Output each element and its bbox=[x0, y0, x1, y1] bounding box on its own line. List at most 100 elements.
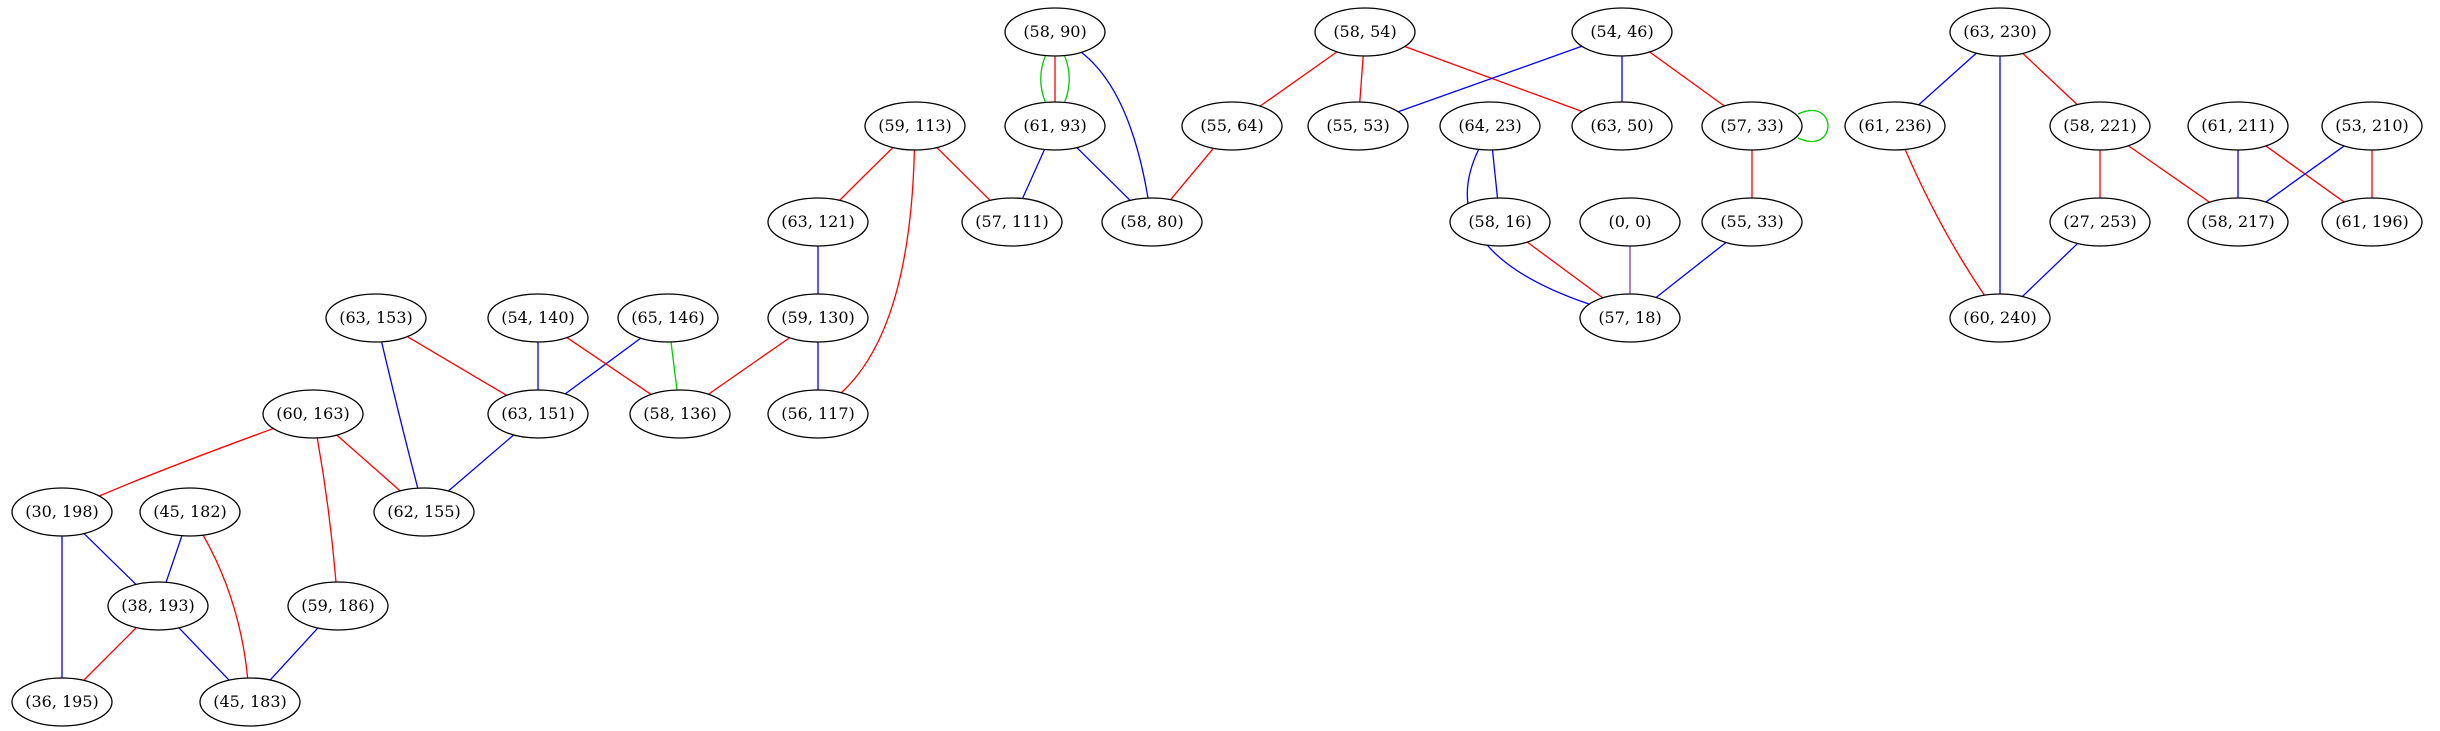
node-ellipse bbox=[487, 293, 589, 343]
edge-n_63_153-n_63_151 bbox=[407, 336, 507, 396]
edge-n_63_151-n_62_155 bbox=[447, 434, 515, 492]
edge-n_59_113-n_63_121 bbox=[839, 147, 894, 201]
graph-node: (59, 130) bbox=[767, 293, 869, 343]
node-ellipse bbox=[864, 101, 966, 151]
graph-node: (57, 18) bbox=[1579, 293, 1681, 343]
graph-node: (27, 253) bbox=[2049, 197, 2151, 247]
node-ellipse bbox=[1701, 101, 1803, 151]
node-label: (63, 230) bbox=[1963, 22, 2037, 41]
edge-n_60_163-n_30_198 bbox=[99, 427, 274, 497]
graph-node: (65, 146) bbox=[617, 293, 719, 343]
node-label: (62, 155) bbox=[387, 502, 461, 521]
node-ellipse bbox=[287, 581, 389, 631]
graph-node: (61, 211) bbox=[2187, 101, 2289, 151]
edge-n_58_90-n_61_93 bbox=[1063, 55, 1070, 103]
node-label: (58, 217) bbox=[2201, 212, 2275, 231]
graph-node: (63, 121) bbox=[767, 197, 869, 247]
node-label: (56, 117) bbox=[781, 404, 855, 423]
node-label: (61, 93) bbox=[1023, 116, 1086, 135]
graph-node: (58, 90) bbox=[1004, 7, 1106, 57]
node-ellipse bbox=[1571, 101, 1673, 151]
graph-node: (59, 113) bbox=[864, 101, 966, 151]
edge-n_58_54-n_55_64 bbox=[1259, 51, 1338, 107]
node-label: (55, 33) bbox=[1720, 212, 1783, 231]
node-label: (45, 182) bbox=[153, 502, 227, 521]
node-ellipse bbox=[487, 389, 589, 439]
node-label: (30, 198) bbox=[25, 502, 99, 521]
graph-node: (57, 33) bbox=[1701, 101, 1803, 151]
edge-n_64_23-n_58_16 bbox=[1491, 149, 1499, 199]
node-ellipse bbox=[1101, 197, 1203, 247]
graph-node: (60, 163) bbox=[262, 389, 364, 439]
node-ellipse bbox=[1844, 101, 1946, 151]
node-label: (63, 153) bbox=[339, 308, 413, 327]
node-label: (61, 196) bbox=[2335, 212, 2409, 231]
edge-n_55_33-n_57_18 bbox=[1655, 241, 1727, 299]
edge-n_65_146-n_58_136 bbox=[670, 341, 678, 391]
node-ellipse bbox=[1181, 101, 1283, 151]
node-label: (63, 50) bbox=[1590, 116, 1653, 135]
edge-n_58_54-n_63_50 bbox=[1404, 45, 1583, 113]
node-label: (58, 221) bbox=[2063, 116, 2137, 135]
graph-node: (55, 33) bbox=[1701, 197, 1803, 247]
node-ellipse bbox=[262, 389, 364, 439]
edge-n_60_163-n_59_186 bbox=[316, 437, 337, 583]
node-label: (38, 193) bbox=[121, 596, 195, 615]
edge-n_58_221-n_58_217 bbox=[2128, 145, 2210, 203]
node-ellipse bbox=[1579, 197, 1681, 247]
node-ellipse bbox=[1949, 293, 2051, 343]
node-ellipse bbox=[11, 677, 113, 727]
graph-node: (57, 111) bbox=[961, 197, 1063, 247]
node-label: (54, 140) bbox=[501, 308, 575, 327]
graph-node: (63, 50) bbox=[1571, 101, 1673, 151]
edge-n_54_140-n_58_136 bbox=[566, 337, 652, 395]
edge-n_58_16-n_57_18 bbox=[1526, 241, 1604, 299]
graph-node: (45, 183) bbox=[199, 677, 301, 727]
node-label: (36, 195) bbox=[25, 692, 99, 711]
node-ellipse bbox=[1949, 7, 2051, 57]
node-ellipse bbox=[2049, 197, 2151, 247]
node-ellipse bbox=[107, 581, 209, 631]
node-label: (45, 183) bbox=[213, 692, 287, 711]
graph-node: (58, 80) bbox=[1101, 197, 1203, 247]
graph-node: (63, 230) bbox=[1949, 7, 2051, 57]
node-ellipse bbox=[617, 293, 719, 343]
node-ellipse bbox=[2049, 101, 2151, 151]
node-label: (60, 240) bbox=[1963, 308, 2037, 327]
node-label: (58, 136) bbox=[643, 404, 717, 423]
edge-n_65_146-n_63_151 bbox=[564, 337, 642, 395]
edge-n_45_182-n_38_193 bbox=[165, 535, 183, 583]
edge-n_63_230-n_58_221 bbox=[2022, 52, 2078, 106]
graph-node: (30, 198) bbox=[11, 487, 113, 537]
graph-node: (63, 151) bbox=[487, 389, 589, 439]
node-label: (63, 151) bbox=[501, 404, 575, 423]
node-label: (58, 16) bbox=[1468, 212, 1531, 231]
node-label: (59, 113) bbox=[878, 116, 952, 135]
edge-n_54_46-n_55_53 bbox=[1397, 45, 1583, 113]
node-label: (59, 130) bbox=[781, 308, 855, 327]
graph-node: (55, 53) bbox=[1307, 101, 1409, 151]
node-ellipse bbox=[1314, 7, 1416, 57]
node-label: (59, 186) bbox=[301, 596, 375, 615]
node-label: (60, 163) bbox=[276, 404, 350, 423]
edge-n_58_90-n_58_80 bbox=[1080, 51, 1149, 199]
edge-n_57_33-n_57_33 bbox=[1797, 110, 1829, 142]
graph-node: (45, 182) bbox=[139, 487, 241, 537]
node-label: (58, 80) bbox=[1120, 212, 1183, 231]
node-ellipse bbox=[199, 677, 301, 727]
edge-n_63_230-n_61_236 bbox=[1918, 52, 1977, 106]
node-label: (54, 46) bbox=[1590, 22, 1653, 41]
node-label: (57, 33) bbox=[1720, 116, 1783, 135]
edge-n_53_210-n_58_217 bbox=[2265, 145, 2345, 203]
node-ellipse bbox=[2321, 197, 2423, 247]
edge-n_55_64-n_58_80 bbox=[1170, 147, 1214, 201]
node-label: (61, 236) bbox=[1858, 116, 1932, 135]
node-label: (0, 0) bbox=[1608, 212, 1651, 231]
node-label: (53, 210) bbox=[2335, 116, 2409, 135]
edge-n_59_130-n_58_136 bbox=[708, 337, 790, 395]
node-label: (27, 253) bbox=[2063, 212, 2137, 231]
graph-node: (61, 196) bbox=[2321, 197, 2423, 247]
node-ellipse bbox=[325, 293, 427, 343]
node-ellipse bbox=[1701, 197, 1803, 247]
